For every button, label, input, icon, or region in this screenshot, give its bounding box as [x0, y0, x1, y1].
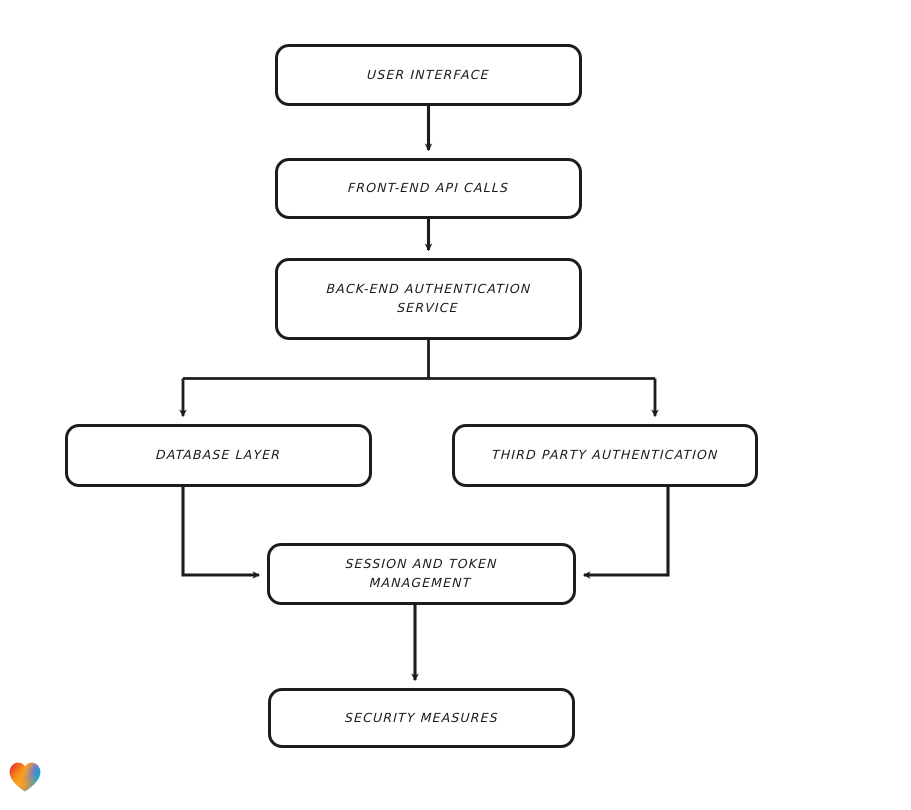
- node-front-end-api-calls[interactable]: Front-End API Calls: [275, 158, 582, 219]
- node-label-security-measures: Security Measures: [344, 709, 499, 725]
- edge-db-to-session: [181, 487, 261, 579]
- edge-third-to-session: [582, 487, 670, 579]
- node-session-token-management[interactable]: Session and Token Management: [267, 543, 576, 605]
- node-database-layer[interactable]: Database Layer: [65, 424, 372, 487]
- node-security-measures[interactable]: Security Measures: [268, 688, 575, 748]
- node-label-database-layer: Database Layer: [155, 447, 282, 463]
- node-label-user-interface: User Interface: [366, 66, 491, 82]
- node-label-front-end-api-calls: Front-End API Calls: [347, 180, 510, 196]
- node-label-session-token-management: Session and Token Management: [345, 556, 499, 590]
- heart-icon: [9, 762, 41, 792]
- node-label-third-party-auth: Third Party Authentication: [491, 447, 719, 463]
- node-user-interface[interactable]: User Interface: [275, 44, 582, 106]
- node-back-end-auth-service[interactable]: Back-End Authentication Service: [275, 258, 582, 340]
- node-label-back-end-auth-service: Back-End Authentication Service: [326, 281, 532, 315]
- node-third-party-auth[interactable]: Third Party Authentication: [452, 424, 758, 487]
- edge-backend-branch-trunk: [183, 340, 655, 380]
